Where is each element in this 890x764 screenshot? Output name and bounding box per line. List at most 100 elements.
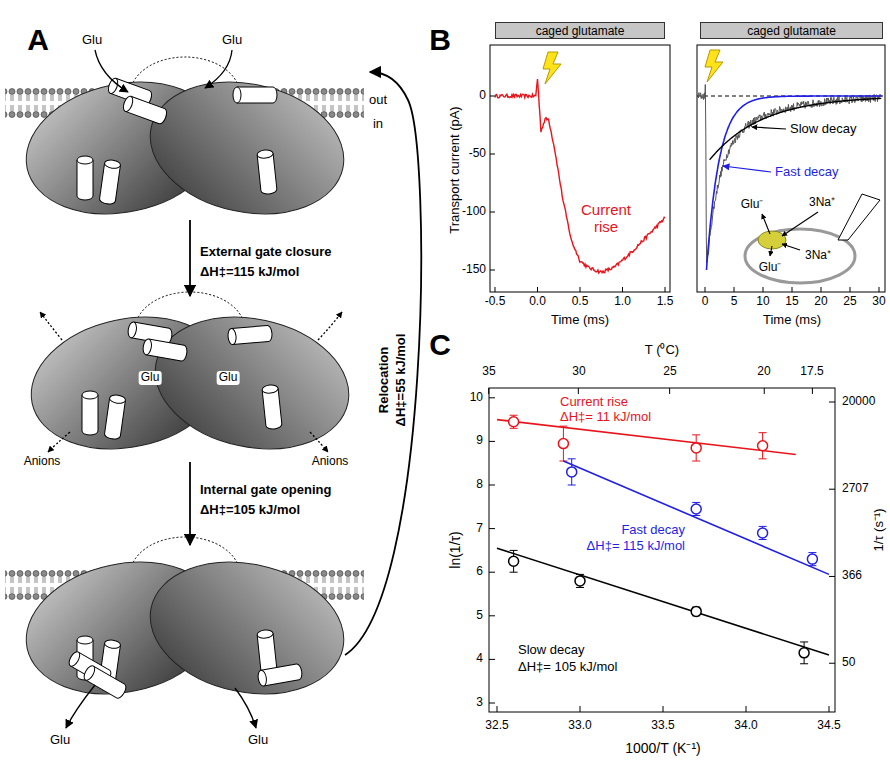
axis-title: Time (ms) [763,313,821,328]
error-bar [759,432,767,433]
error-bar [692,461,700,462]
tick-label: 0 [702,295,709,309]
tick-mark [746,706,747,712]
tick-mark [580,706,581,712]
tick-label: 5 [476,609,483,623]
tick-mark [490,96,495,97]
data-point [567,467,577,477]
tick-label: 25 [843,295,856,309]
ion-label: Anions [24,455,61,469]
tick-mark [490,154,495,155]
error-bar [692,502,700,503]
tick-mark [489,572,495,573]
transporter [19,292,361,466]
stimulus-bar: caged glutamate [700,22,883,39]
molecule-label: Glu [139,371,162,385]
transporter [14,57,356,231]
tick-label: 50 [842,656,855,670]
tick-label: 15 [785,295,798,309]
cell-outline [745,229,855,283]
tick-mark [829,402,835,403]
plot-frame [489,388,835,712]
error-bar [559,426,567,427]
molecule-label: Glu [248,733,268,748]
data-point [558,439,568,449]
error-bar [808,552,816,553]
tick-label: 20 [814,295,827,309]
tick-mark [812,388,813,394]
trace-label: Current rise [575,201,637,236]
tick-mark [495,287,496,292]
data-point [758,441,768,451]
data-point [691,606,701,616]
leader-arrow [723,166,771,172]
molecule-label: Glu [50,733,70,748]
pipette [838,194,880,240]
tick-mark [490,212,495,213]
enthalpy-label: ΔH‡=115 kJ/mol [200,265,299,280]
enthalpy-label: ΔH‡=105 kJ/mol [200,503,300,518]
tick-label: 5 [731,295,738,309]
tick-mark [829,489,835,490]
trace-label: Fast decay [775,165,839,180]
tick-mark [821,287,822,292]
ion-label: Anions [312,455,349,469]
data-point [509,556,519,566]
error-bar [759,526,767,527]
tick-label: 20000 [842,395,875,409]
fit-line [563,461,829,574]
tick-mark [829,706,830,712]
tick-mark [578,388,579,394]
tick-mark [764,388,765,394]
step-label: External gate closure [200,245,332,260]
series-label: Current rise [560,395,628,410]
panel-letter: C [429,328,451,363]
step-label: Internal gate opening [200,483,331,498]
series-label: ΔH‡= 105 kJ/mol [518,660,617,675]
tick-mark [669,388,670,394]
axis-title: ln(1/τ) [447,531,463,568]
axis-title: Time (ms) [551,313,609,328]
tick-mark [829,663,835,664]
current-trace [495,79,665,273]
tick-label: 4 [476,652,483,666]
molecule-label: Glu [222,33,242,48]
error-bar [800,663,808,664]
series-label: ΔH‡= 11 kJ/mol [560,410,651,425]
tick-label: 17.5 [800,365,823,379]
tick-label: 25 [663,365,676,379]
tick-mark [879,287,880,292]
tick-label: 0 [479,89,486,103]
tick-label: 1.0 [614,295,631,309]
tick-label: 30 [872,295,885,309]
tick-label: 33.0 [568,719,591,733]
error-bar [568,458,576,459]
tick-label: 32.5 [485,719,508,733]
tick-label: 2707 [842,482,869,496]
tick-mark [537,287,538,292]
tick-label: 10 [470,391,483,405]
error-bar [759,539,767,540]
tick-mark [489,485,495,486]
error-bar [576,587,584,588]
tick-mark [850,287,851,292]
fit-line [497,420,796,455]
tick-mark [622,287,623,292]
trace-label: Slow decay [790,122,856,137]
tick-mark [489,615,495,616]
flash-symbol [543,52,561,84]
current-trace [698,85,882,264]
tick-mark [489,397,495,398]
molecule-label: Glu [217,371,240,385]
data-point [799,648,809,658]
tick-label: 366 [842,569,862,583]
flash-symbol [705,50,723,82]
fit-curve [710,98,882,159]
tick-label: 7 [476,522,483,536]
error-bar [510,415,518,416]
tick-label: 8 [476,478,483,492]
error-bar [568,485,576,486]
panel-letter: A [27,23,49,58]
axis-title: 1000/T (K⁻¹) [625,740,701,756]
